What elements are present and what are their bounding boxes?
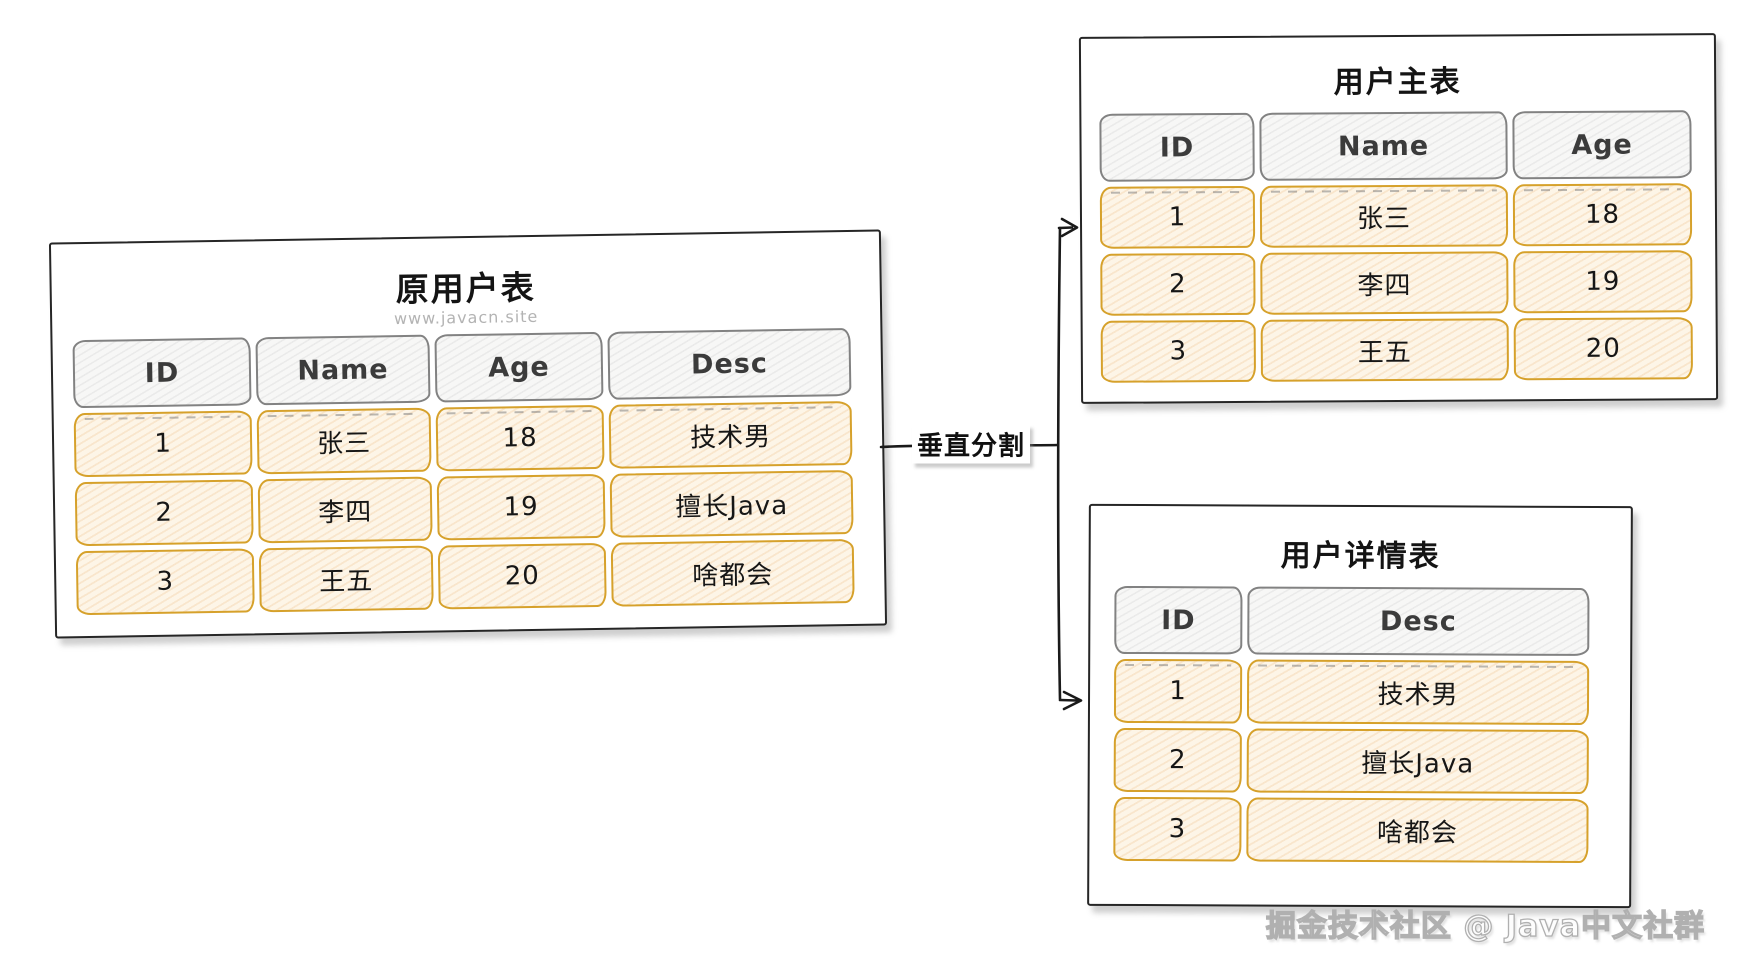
table-cell: 王五 [258, 545, 434, 613]
table-cell: 3 [1100, 319, 1256, 383]
column-header-name: Name [255, 334, 431, 406]
column-header-desc: Desc [1247, 586, 1590, 656]
user-main-table: ID Name Age 1 张三 18 2 李四 19 3 王五 20 [1099, 110, 1693, 383]
table-cell: 张三 [1259, 184, 1509, 248]
table-cell: 技术男 [608, 400, 853, 469]
table-cell: 3 [75, 548, 255, 616]
column-header-desc: Desc [607, 327, 852, 400]
column-header-age: Age [434, 331, 604, 403]
user-detail-table-panel: 用户详情表 ID Desc 1 技术男 2 擅长Java 3 啥都会 [1087, 503, 1633, 909]
table-cell: 18 [1512, 183, 1693, 247]
column-header-id: ID [1114, 585, 1243, 655]
table-cell: 李四 [257, 476, 433, 544]
table-cell: 20 [1513, 317, 1693, 381]
column-header-age: Age [1512, 110, 1692, 180]
table-cell: 19 [1513, 250, 1693, 314]
table-cell: 擅长Java [609, 469, 854, 538]
column-header-id: ID [1099, 112, 1255, 182]
table-cell: 张三 [256, 407, 432, 475]
original-table: ID Name Age Desc 1 张三 18 技术男 2 李四 19 擅长J… [72, 327, 855, 616]
table-cell: 擅长Java [1246, 728, 1589, 794]
table-cell: 啥都会 [610, 538, 855, 607]
arrow-to-detail-table [1058, 690, 1083, 711]
table-cell: 啥都会 [1246, 797, 1589, 863]
user-main-table-title: 用户主表 [1333, 64, 1462, 101]
table-cell: 20 [437, 542, 607, 610]
split-vertical-line [1056, 226, 1062, 701]
column-header-name: Name [1259, 111, 1508, 181]
user-detail-table-title: 用户详情表 [1280, 538, 1441, 575]
table-cell: 技术男 [1246, 659, 1590, 725]
table-cell: 1 [73, 410, 253, 478]
arrow-to-main-table [1057, 217, 1079, 238]
table-cell: 1 [1113, 658, 1243, 724]
user-detail-table: ID Desc 1 技术男 2 擅长Java 3 啥都会 [1113, 585, 1590, 863]
table-cell: 2 [1100, 252, 1256, 316]
original-table-panel: 原用户表 www.javacn.site ID Name Age Desc 1 … [48, 229, 888, 639]
user-main-table-panel: 用户主表 ID Name Age 1 张三 18 2 李四 19 3 王五 20 [1078, 33, 1719, 404]
table-cell: 19 [436, 473, 606, 541]
table-cell: 王五 [1260, 318, 1509, 382]
community-watermark: 掘金技术社区 @ Java中文社群 [1265, 908, 1705, 944]
table-cell: 2 [74, 479, 254, 547]
table-cell: 1 [1099, 185, 1256, 249]
table-cell: 18 [435, 404, 605, 472]
table-cell: 3 [1113, 796, 1242, 862]
table-cell: 李四 [1260, 251, 1509, 315]
column-header-id: ID [72, 337, 252, 409]
table-cell: 2 [1113, 727, 1242, 793]
vertical-split-label: 垂直分割 [911, 424, 1031, 464]
